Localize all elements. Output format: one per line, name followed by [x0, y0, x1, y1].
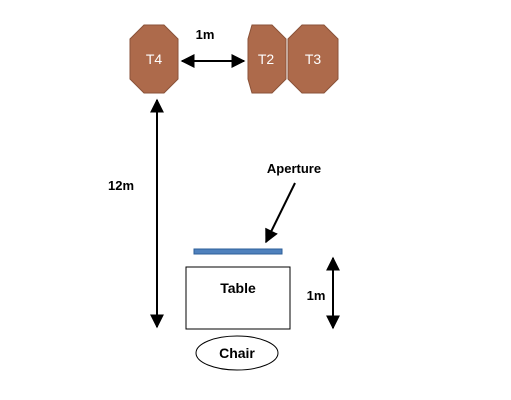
target-t3-label: T3 [305, 51, 322, 67]
target-t2-label: T2 [258, 51, 275, 67]
chair-ellipse [195, 335, 279, 371]
table-rectangle [185, 266, 291, 330]
target-t2-octagon [247, 24, 287, 94]
table-depth-label: 1m [307, 288, 326, 303]
table-label: Table [220, 280, 256, 296]
aperture-label: Aperture [267, 161, 321, 176]
target-t3-octagon [287, 24, 339, 94]
target-t2: T2 [247, 24, 287, 94]
target-t4-label: T4 [146, 51, 163, 67]
target-t3: T3 [287, 24, 339, 94]
horizontal-distance-label: 1m [196, 27, 215, 42]
chair-label: Chair [219, 345, 255, 361]
vertical-distance-label: 12m [108, 178, 134, 193]
target-t4: T4 [129, 24, 179, 94]
target-t4-octagon [129, 24, 179, 94]
aperture-bar [193, 248, 283, 255]
aperture-pointer-arrow [265, 182, 296, 244]
